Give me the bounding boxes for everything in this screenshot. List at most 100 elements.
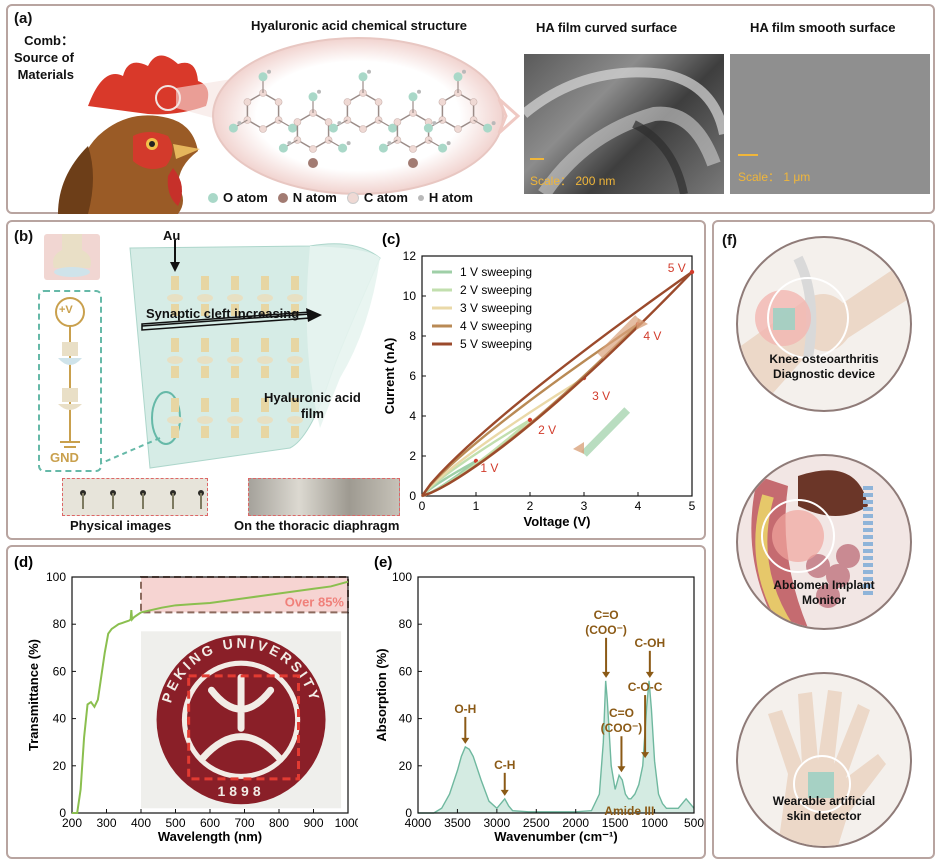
peak-arrowhead: [645, 671, 654, 678]
x-tick-label: 3: [581, 499, 588, 513]
c-atom: [409, 145, 417, 153]
c-atom: [324, 136, 333, 144]
y-tick-label: 10: [403, 289, 417, 303]
x-axis-label: Wavelength (nm): [158, 829, 262, 844]
sem-smooth-image: Scale： 1 μm: [730, 54, 930, 194]
absorption-line: [418, 680, 695, 814]
x-tick-label: 200: [62, 816, 82, 830]
caption-physical: Physical images: [70, 518, 172, 533]
electrode-pad: [261, 398, 269, 412]
electrode-pad: [261, 426, 269, 438]
h-atom: [417, 89, 421, 94]
o-atom: [423, 123, 433, 133]
x-tick-label: 600: [200, 816, 220, 830]
peak-label: (COO⁻): [601, 721, 643, 735]
abdomen-label: Abdomen Implant Monitor: [773, 578, 875, 607]
o-atom: [358, 72, 368, 82]
sem-curved-title: HA film curved surface: [536, 20, 678, 35]
h-atom: [337, 121, 342, 126]
x-tick-label: 1000: [335, 816, 358, 830]
ha-film-illustration: [100, 240, 381, 469]
o-atom: [278, 143, 288, 153]
c-atom: [393, 136, 402, 144]
y-tick-label: 40: [53, 712, 67, 726]
o-atom: [483, 123, 493, 133]
o-atom: [388, 123, 398, 133]
peak-label: O-H: [454, 702, 476, 716]
h-atom: [491, 121, 496, 126]
y-tick-label: 0: [59, 806, 66, 820]
series-line-2v-backward: [421, 418, 531, 497]
seal-bottom-text: 1898: [217, 783, 264, 799]
electrode-pad: [291, 304, 299, 316]
electrode-pad: [261, 276, 269, 290]
vertex-marker: [527, 417, 533, 423]
y-axis-label: Absorption (%): [374, 648, 389, 741]
electrode-gap: [257, 416, 273, 424]
rooster-illustration: [58, 55, 228, 214]
c-atom: [343, 116, 352, 124]
diaphragm-image: [248, 478, 400, 516]
electrode-pad: [231, 426, 239, 438]
peak-label: (COO⁻): [585, 623, 627, 637]
electrode-gap: [227, 356, 243, 364]
electrode-pad: [231, 398, 239, 412]
peak-label: C-OH: [635, 636, 666, 650]
panel-f: (f) Knee osteoarthritis Diagnostic devic…: [712, 220, 935, 859]
x-tick-label: 2: [527, 499, 534, 513]
electrode-gap: [197, 356, 213, 364]
electrode-gap: [227, 294, 243, 302]
electrode-pad: [201, 398, 209, 412]
peak-arrowhead: [617, 766, 626, 773]
o-atom: [328, 123, 338, 133]
y-tick-label: 100: [392, 570, 412, 584]
h-atom: [387, 141, 392, 146]
sweep-down-arrow: [581, 407, 631, 457]
c-atom: [293, 136, 302, 144]
electrode-pad: [231, 304, 239, 316]
sem-curved-scale: Scale： 200 nm: [530, 174, 616, 188]
electrode-pad: [261, 338, 269, 352]
circuit-top-label: +V: [59, 304, 73, 316]
legend-label: 2 V sweeping: [460, 283, 532, 297]
legend-h: H atom: [417, 190, 473, 205]
x-tick-label: 500: [684, 816, 704, 830]
electrode-label: Au: [163, 228, 181, 243]
c-atom: [438, 98, 447, 106]
h-atom: [267, 69, 271, 74]
electrode-pad: [171, 276, 179, 290]
chevron-right-icon: [497, 97, 521, 135]
o-atom: [438, 143, 448, 153]
comb-label: Comb： Source of Materials: [14, 33, 74, 82]
y-tick-label: 60: [53, 664, 67, 678]
c-atom: [454, 125, 462, 133]
sweep-up-arrowhead: [636, 318, 648, 330]
series-line-5v-forward: [421, 271, 693, 498]
electrode-pad: [231, 338, 239, 352]
x-tick-label: 800: [269, 816, 289, 830]
x-tick-label: 900: [303, 816, 323, 830]
legend-label: 1 V sweeping: [460, 265, 532, 279]
panel-b-label: (b): [14, 228, 34, 245]
n-atom: [308, 158, 318, 168]
o-atom: [288, 123, 298, 133]
peak-label: C-O-C: [628, 680, 663, 694]
y-tick-label: 80: [53, 617, 67, 631]
c-atom: [274, 98, 283, 106]
electrode-pad: [201, 276, 209, 290]
electrode-pad: [291, 426, 299, 438]
highlight-label: Over 85%: [285, 595, 345, 610]
ha-structure: [212, 37, 504, 195]
c-atom: [469, 98, 478, 106]
h-atom: [462, 69, 466, 74]
peak-arrowhead: [500, 789, 509, 796]
electrode-gap: [227, 416, 243, 424]
electrode-pad: [201, 366, 209, 378]
electrode-pad: [201, 304, 209, 316]
x-tick-label: 700: [234, 816, 254, 830]
legend-label: 4 V sweeping: [460, 319, 532, 333]
y-tick-label: 4: [409, 409, 416, 423]
